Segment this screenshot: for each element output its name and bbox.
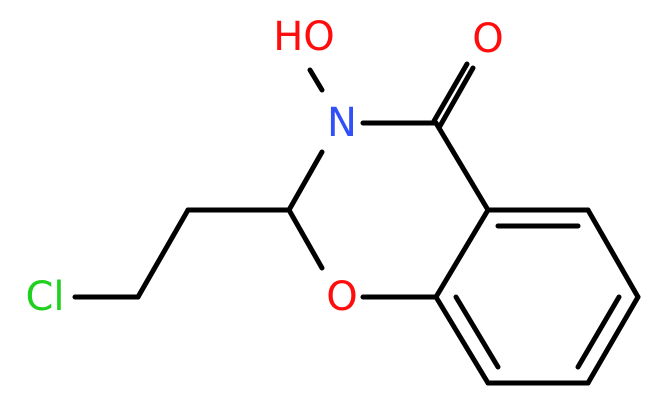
atom-label-ring-oxygen: O [326, 274, 357, 320]
bond-c4-c4a [433, 120, 491, 213]
atom-label-nitrogen: N [327, 100, 357, 146]
bond-c6-c7 [585, 294, 641, 386]
bond-ch2-ch2 [135, 207, 191, 300]
bond-n-oh [307, 67, 325, 93]
bond-carbonyl-b [437, 65, 476, 129]
bond-c8-c8a [433, 294, 491, 386]
bond-c5-c6 [585, 207, 641, 300]
bond-c8a-c4a [433, 207, 491, 300]
bond-c2-n [286, 149, 325, 213]
atom-label-carbonyl-oxygen: O [472, 16, 503, 62]
bond-c2-o1 [286, 207, 325, 271]
atom-label-hydroxyl: HO [273, 14, 335, 60]
atom-label-chlorine: Cl [25, 274, 64, 320]
bond-c8-c8a-inner [453, 294, 501, 370]
bond-carbonyl-a [431, 61, 470, 124]
bond-c6-c7-inner [575, 294, 622, 370]
